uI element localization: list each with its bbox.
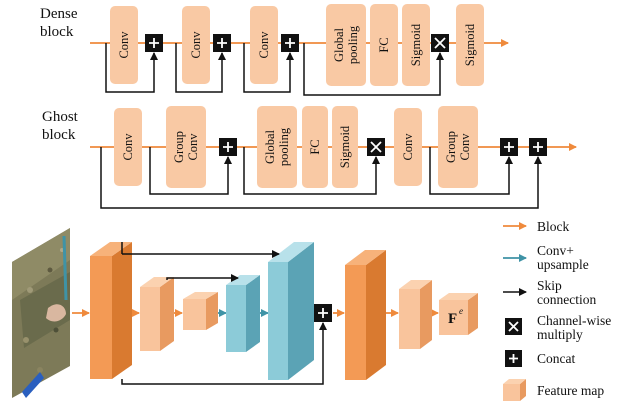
dense-pool-label-2: pooling xyxy=(346,25,360,64)
feature-map-5-upsample xyxy=(268,242,314,380)
dense-conv-1-label: Conv xyxy=(117,31,131,59)
ghost-group-conv-2-label-1: Group xyxy=(444,131,458,163)
dense-sigmoid-2-label: Sigmoid xyxy=(463,23,477,66)
dense-fc-label: FC xyxy=(377,37,391,52)
ghost-pool-label-2: pooling xyxy=(277,127,291,166)
ghost-sigmoid xyxy=(332,106,358,188)
legend-multiply-2: multiply xyxy=(537,327,583,342)
dense-multiply-icon xyxy=(431,34,449,52)
dense-conv-3-label: Conv xyxy=(257,31,271,59)
dense-skip-1 xyxy=(105,43,158,93)
legend-block: Block xyxy=(537,219,569,234)
output-feature-map: F e xyxy=(439,293,478,335)
legend-feature-map: Feature map xyxy=(537,383,604,398)
ghost-concat-icon-2 xyxy=(500,138,518,156)
ghost-group-conv-1 xyxy=(166,106,206,188)
legend-conv-upsample-2: upsample xyxy=(537,257,589,272)
ghost-concat-icon-1 xyxy=(219,138,237,156)
ghost-group-conv-1-label-1: Group xyxy=(172,131,186,163)
dense-sigmoid-2 xyxy=(456,4,484,86)
legend-concat: Concat xyxy=(537,351,575,366)
ghost-skip-outer xyxy=(100,147,542,209)
input-image xyxy=(12,228,70,398)
feature-map-2 xyxy=(140,277,174,351)
legend: Block Conv+ upsample Skip connection Cha… xyxy=(503,219,611,401)
dense-sigmoid-1-label: Sigmoid xyxy=(409,23,423,66)
dense-global-pooling xyxy=(326,4,366,86)
dense-concat-icon-2 xyxy=(213,34,231,52)
ghost-group-conv-2 xyxy=(438,106,478,188)
legend-feature-map-icon xyxy=(503,379,526,401)
net-concat-icon xyxy=(314,304,332,322)
dense-fc xyxy=(370,4,398,86)
feature-map-6 xyxy=(345,250,386,380)
ghost-concat-icon-3 xyxy=(529,138,547,156)
feature-map-1 xyxy=(90,242,132,379)
ghost-group-conv-1-label-2: Conv xyxy=(186,133,200,161)
ghost-pool-label-1: Global xyxy=(263,129,277,164)
feature-map-4-upsample xyxy=(226,275,260,352)
dense-skip-2 xyxy=(175,43,226,93)
dense-conv-2-label: Conv xyxy=(189,31,203,59)
dense-skip-4 xyxy=(303,43,444,96)
ghost-multiply-icon xyxy=(367,138,385,156)
dense-concat-icon-1 xyxy=(145,34,163,52)
net-skip-bottom xyxy=(121,322,327,385)
dense-block-title-2: block xyxy=(40,24,74,40)
ghost-block-title-2: block xyxy=(42,127,76,143)
net-skip-mid xyxy=(166,274,239,282)
ghost-fc-label: FC xyxy=(308,139,322,154)
network: F e xyxy=(12,228,478,398)
ghost-skip-3 xyxy=(429,147,513,195)
legend-concat-icon xyxy=(505,350,522,367)
ghost-block: Ghost block Conv Group Conv Global pooli… xyxy=(42,106,577,209)
dense-skip-3 xyxy=(243,43,294,93)
dense-concat-icon-3 xyxy=(281,34,299,52)
dense-pool-label-1: Global xyxy=(332,27,346,62)
feature-map-3 xyxy=(183,292,218,330)
output-label: F xyxy=(448,311,457,327)
legend-multiply-icon xyxy=(505,318,522,335)
dense-sigmoid-1 xyxy=(402,4,430,86)
ghost-sigmoid-label: Sigmoid xyxy=(338,125,352,168)
ghost-conv-1 xyxy=(114,108,142,186)
ghost-block-title-1: Ghost xyxy=(42,109,79,125)
dense-conv-2 xyxy=(182,6,210,84)
legend-skip-2: connection xyxy=(537,292,596,307)
output-label-sup: e xyxy=(459,306,463,316)
dense-block-title-1: Dense xyxy=(40,6,78,22)
ghost-conv-1-label: Conv xyxy=(121,133,135,161)
ghost-skip-1 xyxy=(149,147,232,195)
ghost-conv-2-label: Conv xyxy=(401,133,415,161)
dense-block: Dense block Conv Conv Conv Global poolin… xyxy=(40,4,509,96)
hand-region xyxy=(46,304,66,322)
ghost-skip-2 xyxy=(243,147,380,195)
feature-map-7 xyxy=(399,280,432,349)
dense-conv-3 xyxy=(250,6,278,84)
ghost-fc xyxy=(302,106,328,188)
ghost-conv-2 xyxy=(394,108,422,186)
legend-skip-1: Skip xyxy=(537,278,562,293)
dense-conv-1 xyxy=(110,6,138,84)
ghost-group-conv-2-label-2: Conv xyxy=(458,133,472,161)
ghost-global-pooling xyxy=(257,106,297,188)
legend-conv-upsample-1: Conv+ xyxy=(537,243,574,258)
legend-multiply-1: Channel-wise xyxy=(537,313,611,328)
